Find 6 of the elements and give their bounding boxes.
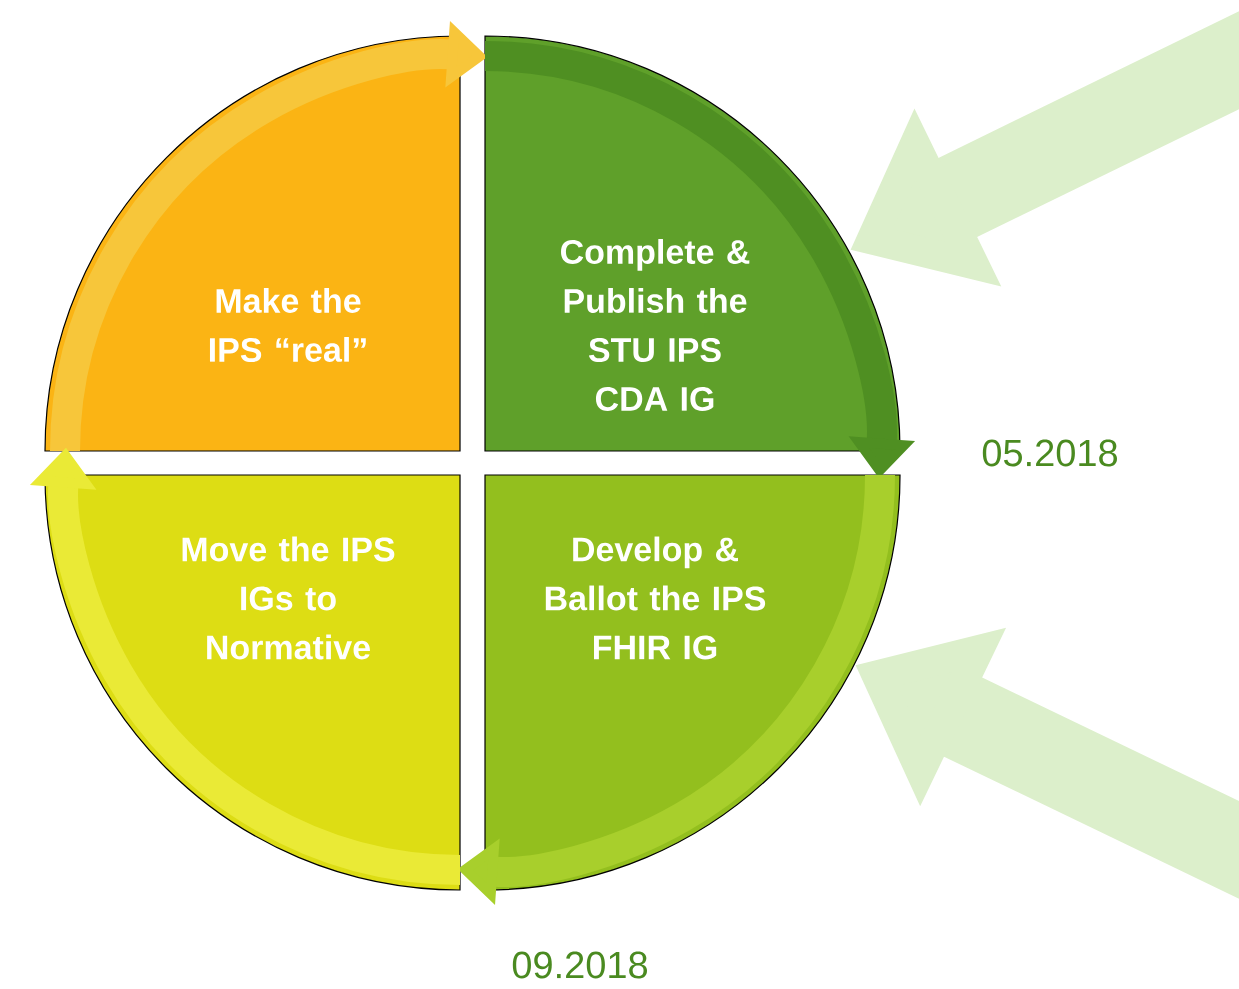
quadrant-segment: Complete & Publish the STU IPS CDA IG [484, 35, 901, 452]
quadrant-segment: Make the IPS “real” [44, 35, 461, 452]
quadrant-segment: Develop & Ballot the IPS FHIR IG [484, 474, 901, 891]
quadrant-segment: Move the IPS IGs to Normative [44, 474, 461, 891]
date-label: 09.2018 [512, 951, 647, 979]
date-label: 05.2018 [982, 439, 1117, 467]
